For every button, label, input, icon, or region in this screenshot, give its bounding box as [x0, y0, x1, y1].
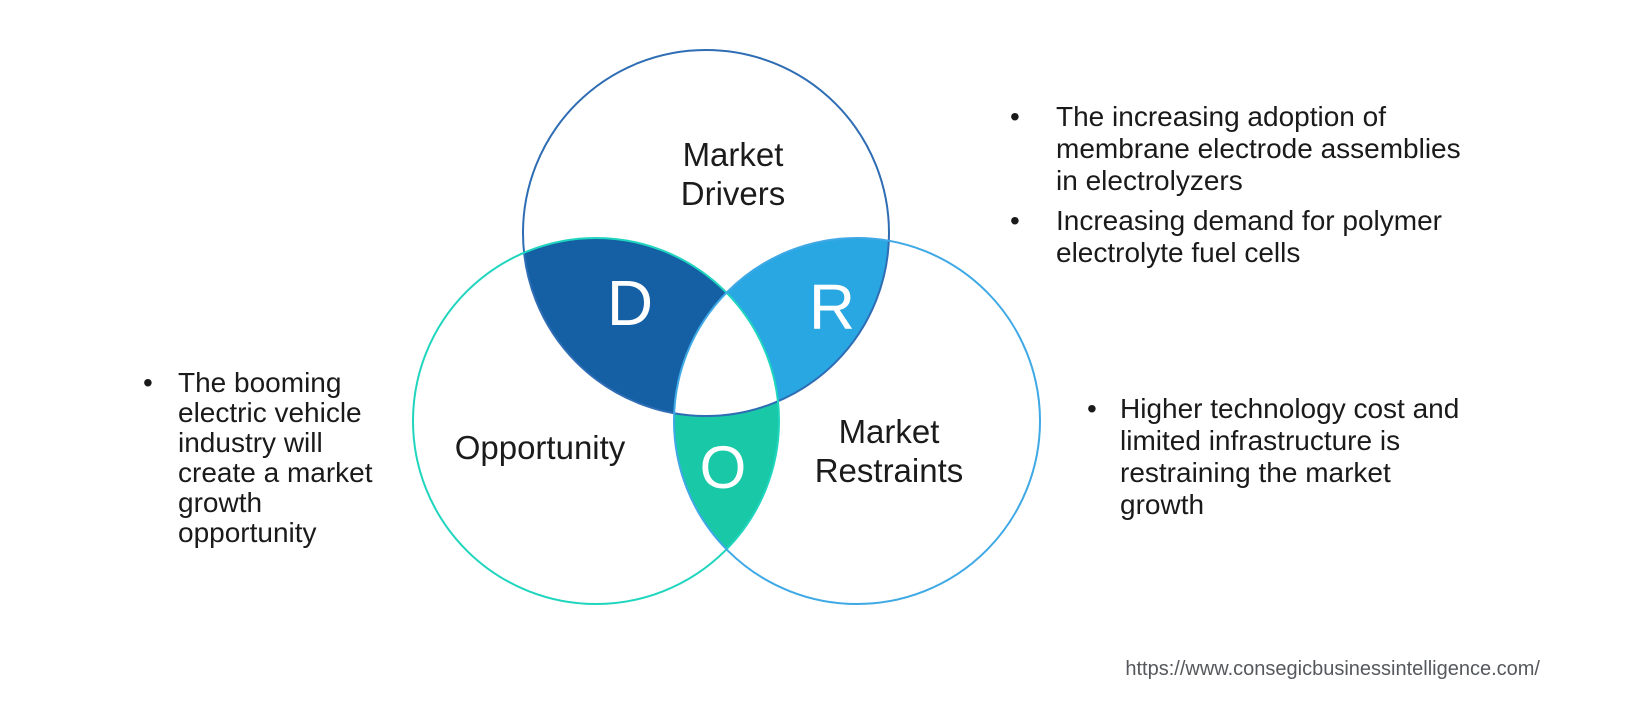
source-url: https://www.consegicbusinessintelligence… — [1125, 658, 1540, 680]
drivers-notes: • The increasing adoption of membrane el… — [1010, 101, 1461, 269]
opportunity-circle-label: Opportunity — [454, 429, 626, 466]
drivers-circle-label: Market Drivers — [680, 136, 786, 212]
restraints-overlap-letter: R — [809, 271, 855, 343]
drivers-circle-outline — [522, 49, 890, 417]
drivers-note-item-2: • Increasing demand for polymer electrol… — [1010, 205, 1442, 269]
bullet-icon: • — [1010, 101, 1020, 132]
drivers-note-item-1: • The increasing adoption of membrane el… — [1010, 101, 1461, 197]
bullet-icon: • — [1087, 393, 1097, 424]
bullet-icon: • — [143, 367, 153, 398]
bullet-icon: • — [1010, 205, 1020, 236]
overlap-drivers-opportunity — [523, 238, 779, 416]
restraints-note: • Higher technology cost and limited inf… — [1087, 393, 1459, 521]
restraints-circle-outline — [673, 237, 1041, 605]
opportunity-note: • The booming electric vehicle industry … — [143, 368, 373, 548]
overlap-drivers-restraints — [674, 238, 889, 416]
opportunity-overlap-letter: O — [700, 434, 747, 501]
drivers-note-text-1: The increasing adoption of membrane elec… — [1056, 101, 1461, 196]
opportunity-note-text: The booming electric vehicle industry wi… — [178, 367, 373, 548]
drivers-overlap-letter: D — [607, 267, 653, 339]
drivers-note-text-2: Increasing demand for polymer electrolyt… — [1056, 205, 1442, 268]
opportunity-circle-outline — [412, 237, 780, 605]
restraints-circle-label: Market Restraints — [814, 413, 964, 489]
restraints-note-text: Higher technology cost and limited infra… — [1120, 393, 1460, 520]
